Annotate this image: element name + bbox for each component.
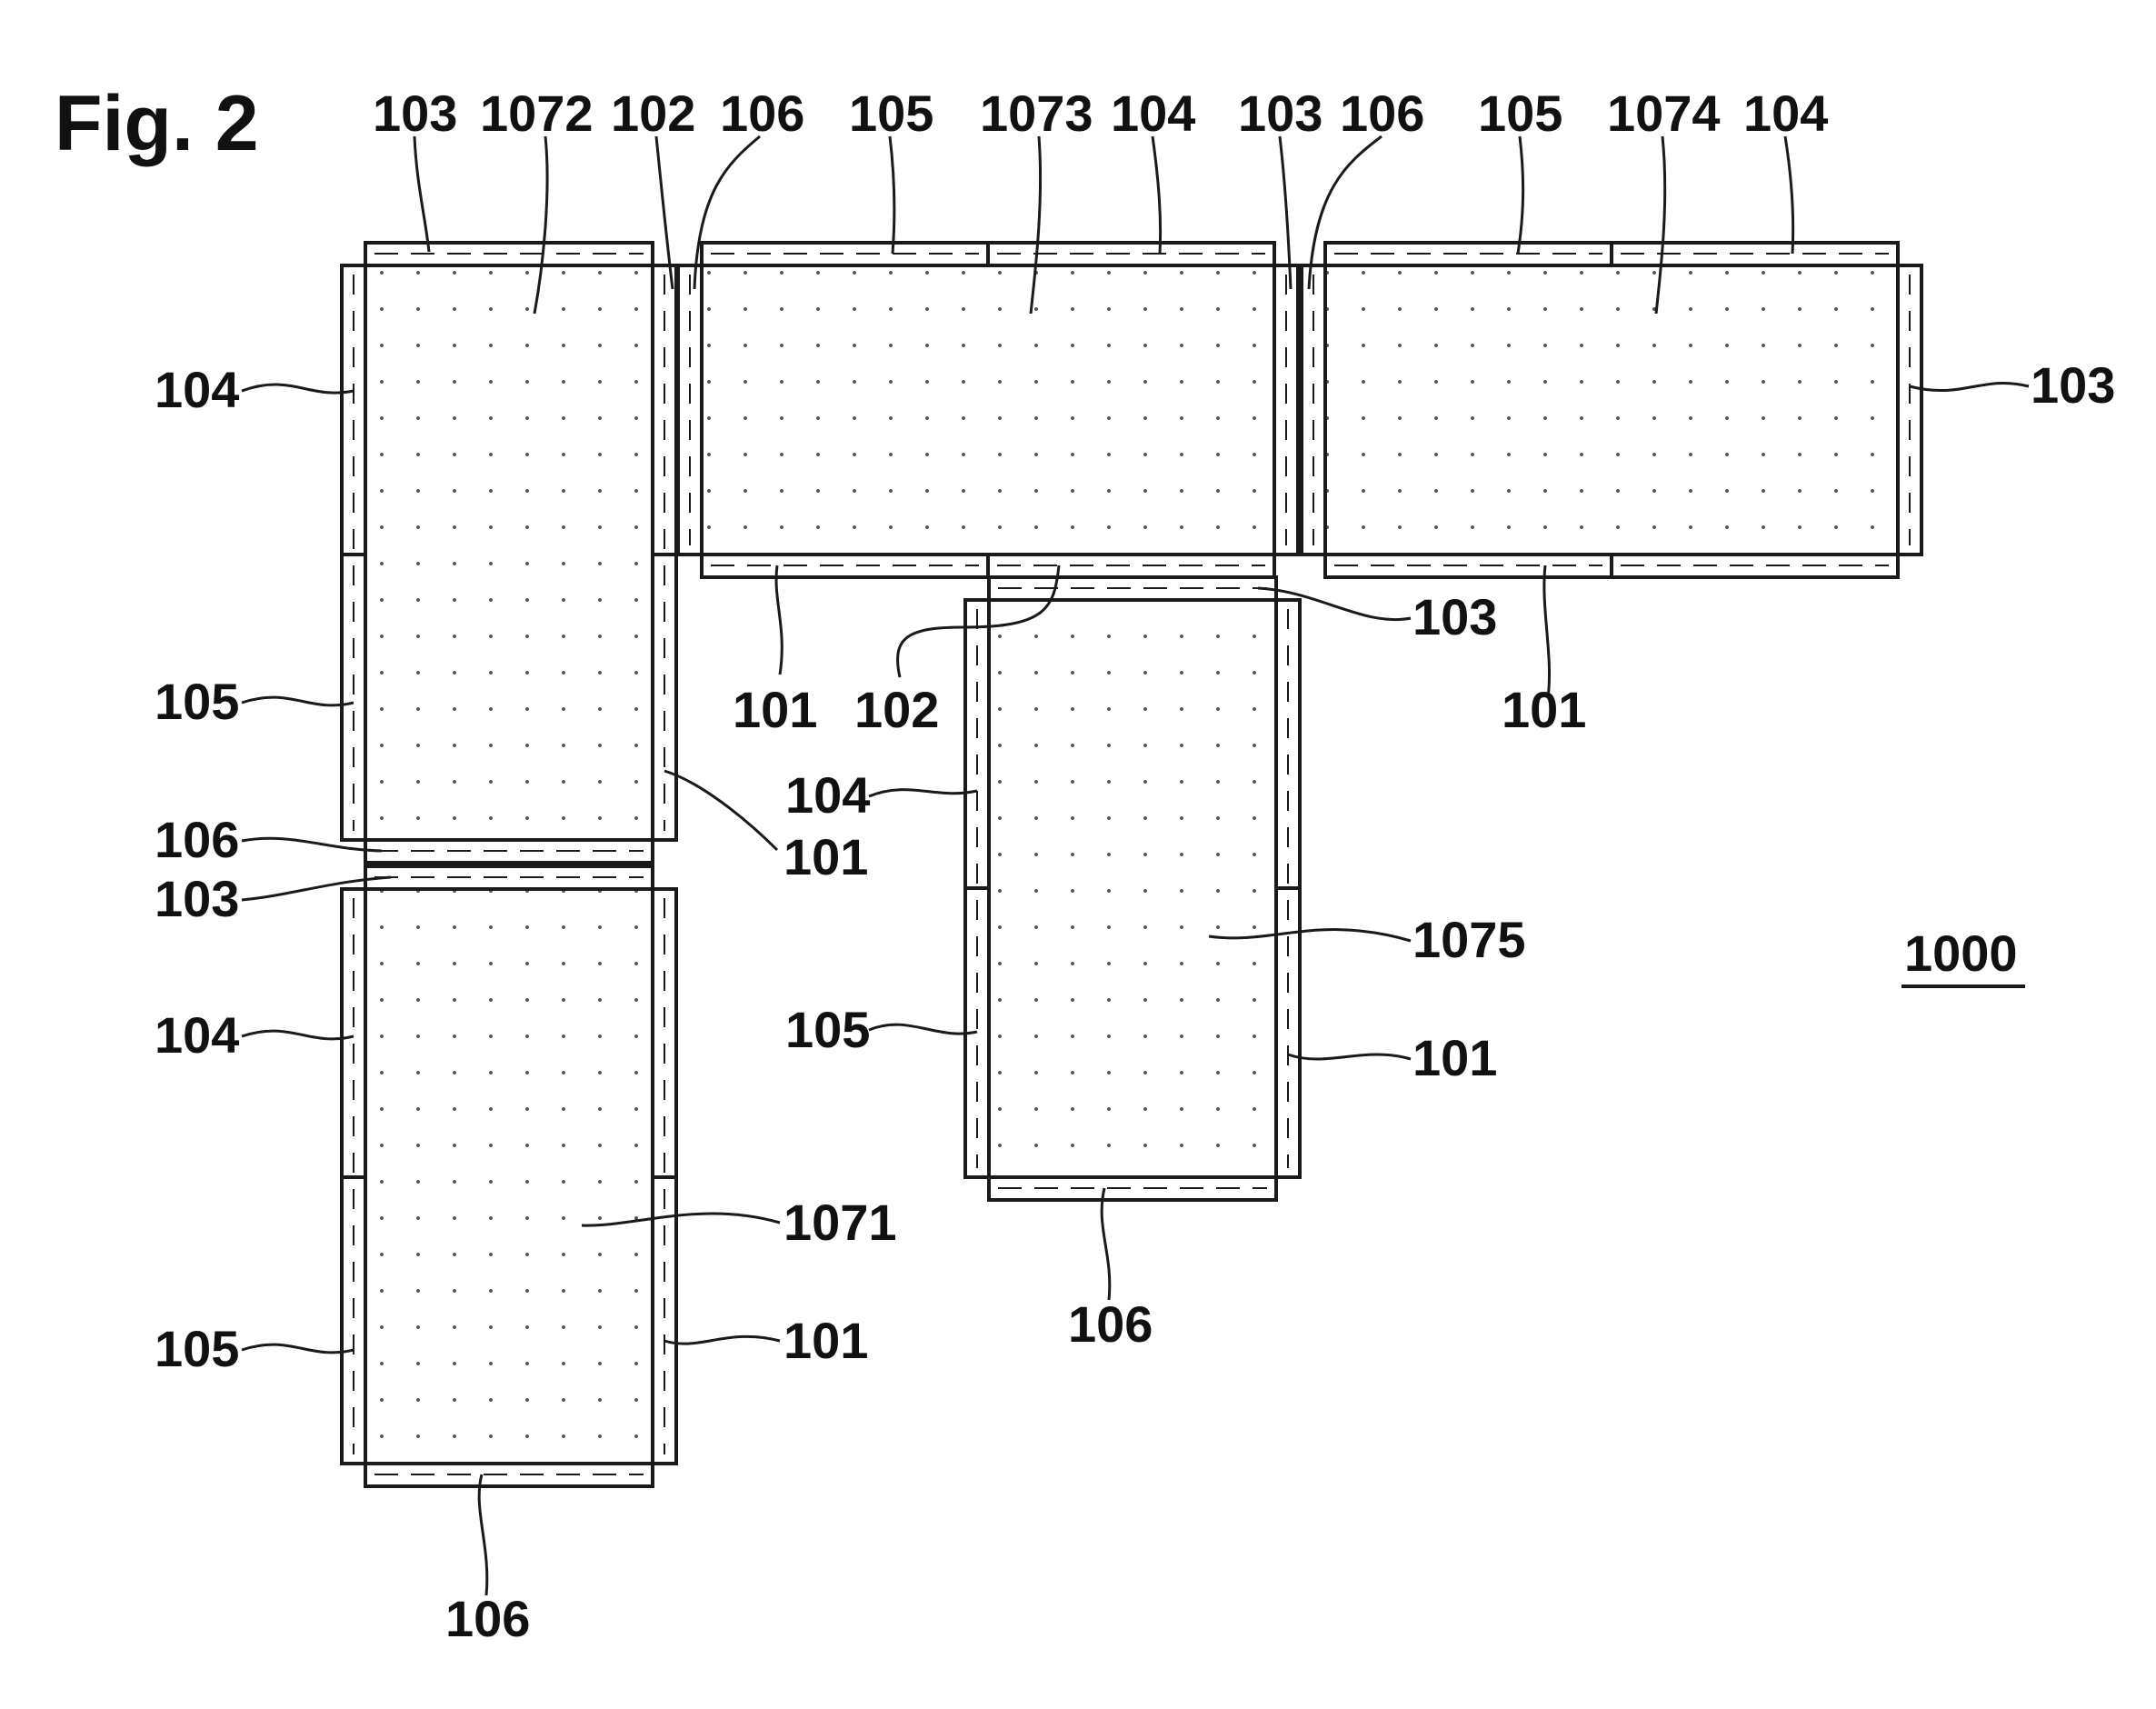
label-101: 101 — [784, 1312, 868, 1369]
label-103: 103 — [2031, 356, 2115, 414]
label-103: 103 — [1238, 85, 1323, 142]
module-1071 — [340, 864, 678, 1488]
module-1075 — [963, 575, 1302, 1202]
leader-lines — [241, 135, 2030, 1596]
label-101: 101 — [733, 681, 817, 738]
label-106: 106 — [1068, 1295, 1153, 1353]
label-104: 104 — [785, 766, 870, 824]
label-1074: 1074 — [1607, 85, 1721, 142]
figure-title: Fig. 2 — [55, 80, 259, 167]
label-103: 103 — [1412, 588, 1497, 645]
label-104: 104 — [1111, 85, 1195, 142]
label-102: 102 — [854, 681, 939, 738]
labels: 103 1072 102 106 105 1073 104 103 106 10… — [155, 85, 2115, 1647]
label-1072: 1072 — [480, 85, 594, 142]
label-105: 105 — [849, 85, 933, 142]
label-105: 105 — [155, 673, 239, 730]
module-1074 — [1300, 241, 1923, 579]
label-106: 106 — [1340, 85, 1424, 142]
label-106: 106 — [720, 85, 804, 142]
label-105: 105 — [1478, 85, 1562, 142]
assembly-reference: 1000 — [1904, 924, 2018, 982]
label-104: 104 — [1743, 85, 1828, 142]
label-101: 101 — [1502, 681, 1586, 738]
label-1073: 1073 — [980, 85, 1093, 142]
module-1072 — [340, 241, 678, 864]
module-1073 — [676, 241, 1300, 579]
label-104: 104 — [155, 361, 239, 418]
label-103: 103 — [155, 870, 239, 927]
label-104: 104 — [155, 1006, 239, 1064]
module-1071-body — [364, 887, 654, 1465]
label-101: 101 — [1412, 1029, 1497, 1086]
label-102: 102 — [611, 85, 695, 142]
label-1071: 1071 — [784, 1194, 897, 1251]
label-105: 105 — [155, 1320, 239, 1377]
label-106: 106 — [155, 811, 239, 868]
label-103: 103 — [373, 85, 457, 142]
module-1075-body — [987, 598, 1278, 1179]
label-1075: 1075 — [1412, 911, 1526, 968]
module-1072-body — [364, 264, 654, 842]
label-106: 106 — [445, 1590, 530, 1647]
module-1073-body — [700, 264, 1276, 556]
module-1074-body — [1323, 264, 1900, 556]
label-101: 101 — [784, 828, 868, 885]
label-105: 105 — [785, 1001, 870, 1058]
